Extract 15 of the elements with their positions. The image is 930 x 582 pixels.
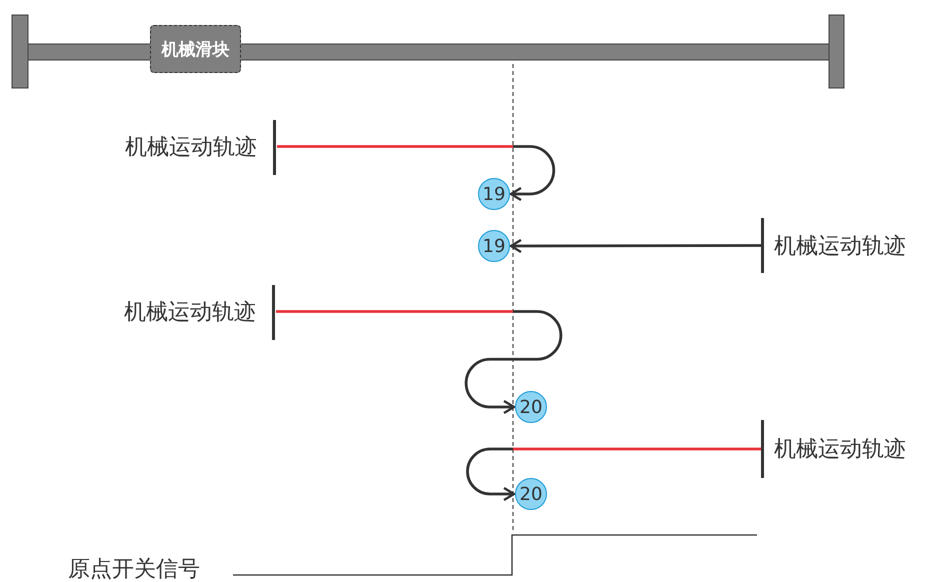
trajectory-arrow (510, 238, 761, 254)
trajectory-label: 机械运动轨迹 (95, 120, 276, 175)
trajectory-arrow (466, 448, 761, 502)
callout-number: 20 (515, 478, 547, 510)
slider-block: 机械滑块 (150, 25, 241, 73)
signal-line (233, 534, 757, 576)
trajectory-label: 机械运动轨迹 (95, 285, 275, 340)
callout-number: 19 (478, 230, 510, 262)
callout-number: 20 (515, 391, 547, 423)
trajectory-arrow (277, 145, 556, 202)
signal-label: 原点开关信号 (68, 557, 233, 582)
callout-number: 19 (478, 178, 510, 210)
trajectory-label: 机械运动轨迹 (761, 420, 930, 478)
trajectory-arrow (276, 310, 562, 414)
trajectory-label: 机械运动轨迹 (761, 218, 930, 273)
